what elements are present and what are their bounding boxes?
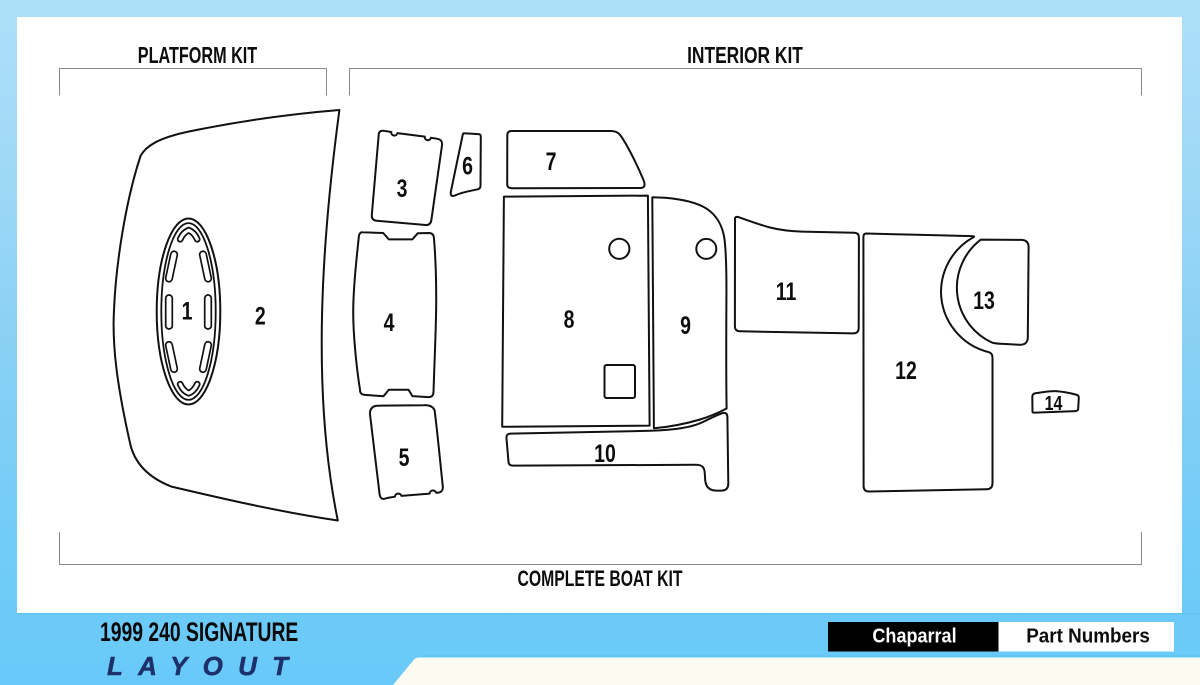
svg-text:9: 9 bbox=[680, 312, 691, 340]
svg-text:5: 5 bbox=[399, 444, 410, 472]
svg-text:14: 14 bbox=[1045, 391, 1063, 414]
svg-text:2: 2 bbox=[255, 302, 266, 330]
svg-text:INTERIOR KIT: INTERIOR KIT bbox=[687, 43, 803, 69]
svg-text:13: 13 bbox=[973, 287, 995, 315]
svg-text:Part Numbers: Part Numbers bbox=[1026, 625, 1150, 648]
svg-text:12: 12 bbox=[895, 357, 917, 385]
svg-text:7: 7 bbox=[546, 148, 557, 176]
svg-text:Chaparral: Chaparral bbox=[872, 626, 956, 648]
svg-text:COMPLETE BOAT KIT: COMPLETE BOAT KIT bbox=[518, 566, 683, 591]
svg-text:PLATFORM KIT: PLATFORM KIT bbox=[138, 43, 258, 69]
svg-text:1999 240 SIGNATURE: 1999 240 SIGNATURE bbox=[100, 617, 298, 647]
svg-text:11: 11 bbox=[776, 278, 797, 306]
svg-text:1: 1 bbox=[182, 297, 193, 325]
svg-text:8: 8 bbox=[564, 306, 575, 334]
svg-text:3: 3 bbox=[397, 175, 408, 203]
svg-text:10: 10 bbox=[594, 440, 616, 468]
svg-text:4: 4 bbox=[384, 309, 395, 337]
svg-text:LAYOUT: LAYOUT bbox=[107, 651, 303, 681]
svg-text:6: 6 bbox=[462, 152, 473, 180]
